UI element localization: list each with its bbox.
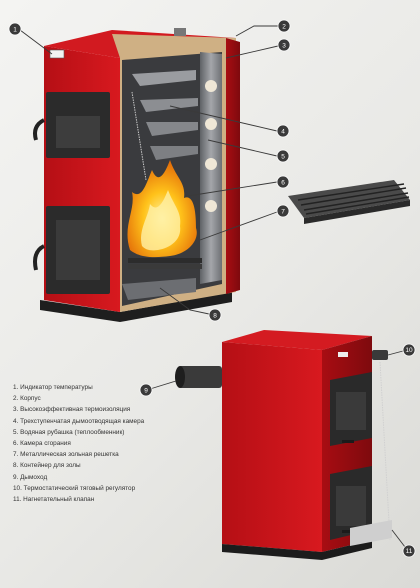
draft-regulator <box>372 350 388 360</box>
callout-11: 11 <box>391 529 416 558</box>
callout-8: 8 <box>159 287 222 322</box>
callout-6: 6 <box>187 175 290 197</box>
svg-text:11: 11 <box>406 548 413 555</box>
cutaway-boiler <box>33 28 240 322</box>
svg-text:9: 9 <box>144 387 148 394</box>
jacket-port <box>205 158 217 170</box>
callout-7: 7 <box>199 204 290 241</box>
baffle-plate <box>150 146 198 160</box>
callout-1: 1 <box>8 22 53 55</box>
flue-pipe <box>178 366 222 388</box>
combustion-flames-core <box>141 190 181 251</box>
legend-item: 8. Контейнер для золы <box>13 462 81 470</box>
svg-text:1: 1 <box>13 26 17 33</box>
legend-item: 9. Дымоход <box>13 473 48 481</box>
exterior-lower-door-inset <box>336 486 366 526</box>
callout-3: 3 <box>225 38 291 59</box>
lower-door-handle <box>33 244 46 271</box>
svg-text:2: 2 <box>282 23 286 30</box>
exterior-boiler <box>175 330 392 560</box>
flue-pipe-end <box>175 366 185 388</box>
callout-2: 2 <box>235 19 291 37</box>
upper-door-inset <box>56 116 100 148</box>
legend-item: 7. Металлическая зольная решетка <box>13 451 119 459</box>
legend-item: 2. Корпус <box>13 395 41 403</box>
legend-item: 5. Водяная рубашка (теплообменник) <box>13 428 125 436</box>
casing-red-skin <box>226 38 240 294</box>
svg-text:10: 10 <box>405 347 413 354</box>
legend-item: 6. Камера сгорания <box>13 440 71 448</box>
legend-item: 11. Нагнетательный клапан <box>13 496 95 504</box>
jacket-port <box>205 118 217 130</box>
upper-door-handle <box>33 118 45 141</box>
callout-10: 10 <box>387 343 416 357</box>
baffle-plate <box>140 98 198 112</box>
jacket-port <box>205 200 217 212</box>
callout-4: 4 <box>169 105 290 138</box>
cutaway-base <box>40 292 232 322</box>
baffle-plate <box>146 122 198 136</box>
svg-text:6: 6 <box>281 179 285 186</box>
legend-item: 10. Термостатический тяговый регулятор <box>13 484 136 492</box>
exterior-top <box>222 330 372 350</box>
exterior-handle <box>342 440 354 443</box>
exterior-upper-door-inset <box>336 392 366 430</box>
lower-door-inset <box>56 220 100 280</box>
svg-text:8: 8 <box>213 312 217 319</box>
temperature-indicator <box>49 49 65 59</box>
chimney-stub <box>174 28 186 36</box>
jacket-port <box>205 80 217 92</box>
svg-text:4: 4 <box>281 128 285 135</box>
ash-grate-detail <box>288 180 410 224</box>
legend-item: 3. Высокоэффективная термоизоляция <box>13 406 131 414</box>
baffle-plate <box>132 70 196 86</box>
exterior-side <box>222 342 322 552</box>
callout-5: 5 <box>207 139 290 163</box>
ash-grate-installed <box>128 258 202 269</box>
exterior-regulator-chain <box>379 361 391 541</box>
exterior-base <box>222 540 372 560</box>
svg-text:7: 7 <box>281 208 285 215</box>
parts-legend: 1. Индикатор температуры 2. Корпус 3. Вы… <box>13 382 218 505</box>
legend-item: 1. Индикатор температуры <box>13 384 93 391</box>
exterior-temperature-indicator <box>338 352 348 357</box>
legend-item: 4. Трехступенчатая дымоотводящая камера <box>13 417 145 425</box>
ash-pan <box>122 278 196 300</box>
svg-text:3: 3 <box>282 42 286 49</box>
callout-9: 9 <box>139 380 177 397</box>
air-flap <box>350 520 392 546</box>
svg-text:5: 5 <box>281 153 285 160</box>
exterior-handle <box>342 530 354 533</box>
